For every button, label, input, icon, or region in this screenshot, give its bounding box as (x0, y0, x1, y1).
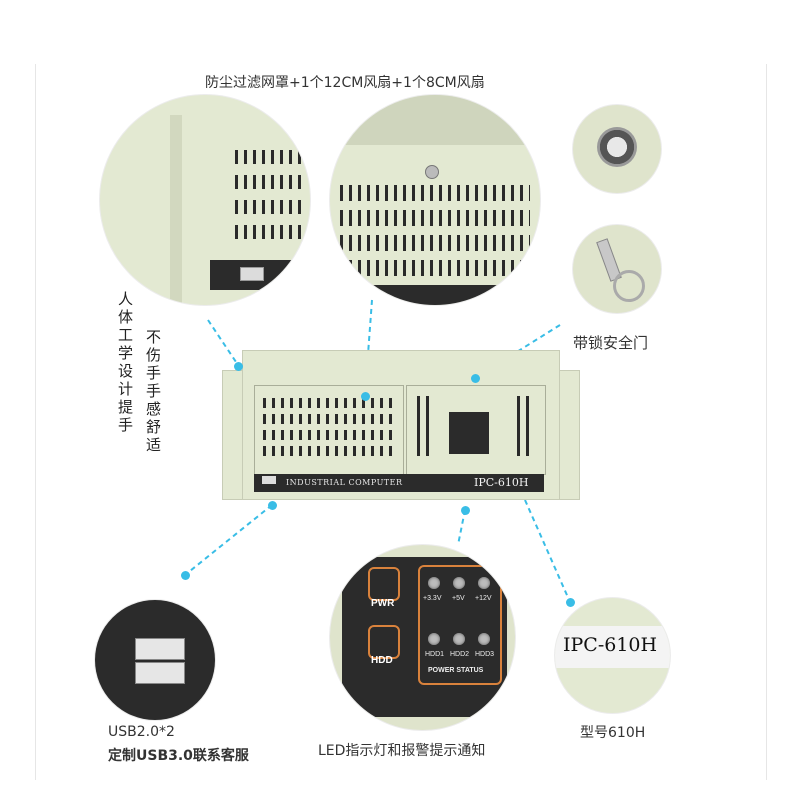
lock-door-caption: 带锁安全门 (573, 334, 649, 352)
usb-closeup (95, 600, 215, 720)
pointer-dot-panel (461, 506, 470, 515)
model-caption: 型号610H (580, 725, 646, 741)
hdd2-label: HDD2 (450, 651, 470, 658)
hdd1-label: HDD1 (425, 651, 445, 658)
usb-custom-caption: 定制USB3.0联系客服 (108, 748, 249, 764)
hdd-label: HDD (371, 655, 393, 666)
pointer-dot-handle (234, 362, 243, 371)
right-door (406, 385, 546, 475)
pointer-dot-filter (361, 392, 370, 401)
left-door (254, 385, 404, 475)
usb-port-icon (135, 638, 185, 660)
hdd3-label: HDD3 (475, 651, 495, 658)
comfort-caption: 不伤手 手感舒适 (146, 328, 163, 454)
model-closeup-label: IPC-610H (563, 634, 658, 656)
pointer-dot-lock (471, 374, 480, 383)
model-closeup: IPC-610H (555, 598, 670, 713)
power-status-label: POWER STATUS (428, 667, 484, 674)
key-closeup (573, 225, 661, 313)
chassis-model-label: IPC-610H (474, 476, 529, 489)
filter-closeup (330, 95, 540, 305)
lock-icon (597, 127, 637, 167)
fan-caption: 防尘过滤网罩+1个12CM风扇+1个8CM风扇 (205, 75, 485, 91)
v12-label: +12V (475, 595, 492, 602)
chassis-front: INDUSTRIAL COMPUTER IPC-610H (222, 350, 580, 500)
ergonomic-caption: 人体工学设计提手 (118, 290, 135, 434)
usb-port-icon (135, 662, 185, 684)
front-label: INDUSTRIAL COMPUTER (286, 478, 403, 487)
v33-label: +3.3V (423, 595, 442, 602)
pwr-label: PWR (371, 598, 395, 609)
v5-label: +5V (452, 595, 465, 602)
led-caption: LED指示灯和报警提示通知 (318, 743, 486, 759)
lock-closeup (573, 105, 661, 193)
page-frame (35, 64, 767, 780)
side-vent-closeup (100, 95, 310, 305)
pointer-dot-usb-end (181, 571, 190, 580)
usb-caption: USB2.0*2 (108, 724, 175, 740)
mini-status-panel (449, 412, 489, 454)
pointer-dot-usb (268, 501, 277, 510)
panel-closeup: PWR HDD +3.3V +5V +12V HDD1 HDD2 HDD3 PO… (330, 545, 515, 730)
pointer-dot-model (566, 598, 575, 607)
front-usb-port (262, 476, 276, 484)
screw-icon (425, 165, 439, 179)
